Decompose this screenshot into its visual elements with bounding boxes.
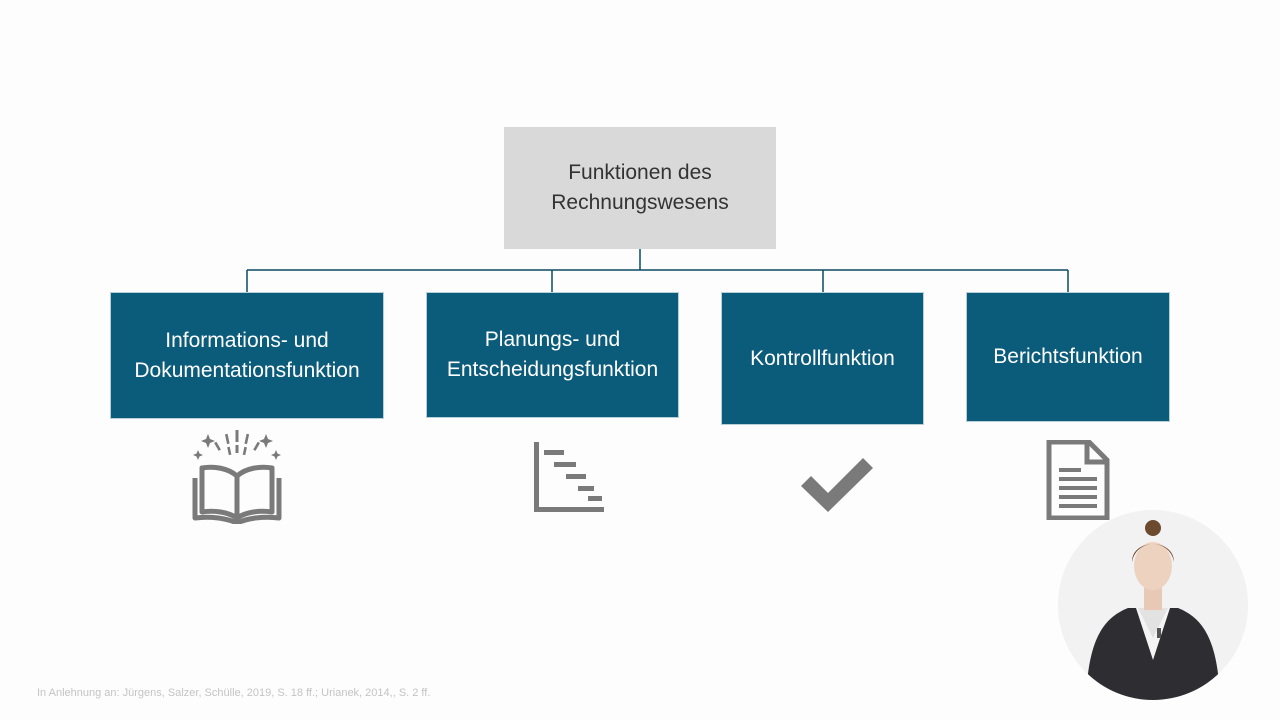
root-node: Funktionen des Rechnungswesens — [504, 127, 776, 249]
function-node-control: Kontrollfunktion — [721, 292, 924, 425]
gantt-chart-icon — [534, 442, 604, 512]
function-node-label-line: Dokumentationsfunktion — [134, 358, 360, 382]
function-node-label-line: Berichtsfunktion — [993, 345, 1143, 368]
function-node-label-line: Planungs- und — [484, 328, 621, 351]
presenter-video — [1058, 510, 1248, 700]
presenter-figure — [1058, 510, 1248, 700]
function-node-reporting: Berichtsfunktion — [966, 292, 1170, 422]
root-node-line-2: Rechnungswesens — [551, 191, 729, 214]
root-node-line-1: Funktionen des — [568, 161, 712, 184]
function-node-planning: Planungs- und Entscheidungsfunktion — [426, 292, 679, 418]
document-icon — [1046, 440, 1110, 520]
function-node-label-line: Entscheidungsfunktion — [446, 358, 659, 381]
source-citation: In Anlehnung an: Jürgens, Salzer, Schüll… — [37, 687, 431, 699]
function-node-label-line: Kontrollfunktion — [750, 346, 895, 370]
function-node-information: Informations- und Dokumentationsfunktion — [110, 292, 384, 419]
function-node-label-line: Informations- und — [165, 328, 329, 352]
book-icon — [192, 430, 282, 524]
checkmark-icon — [801, 458, 873, 512]
